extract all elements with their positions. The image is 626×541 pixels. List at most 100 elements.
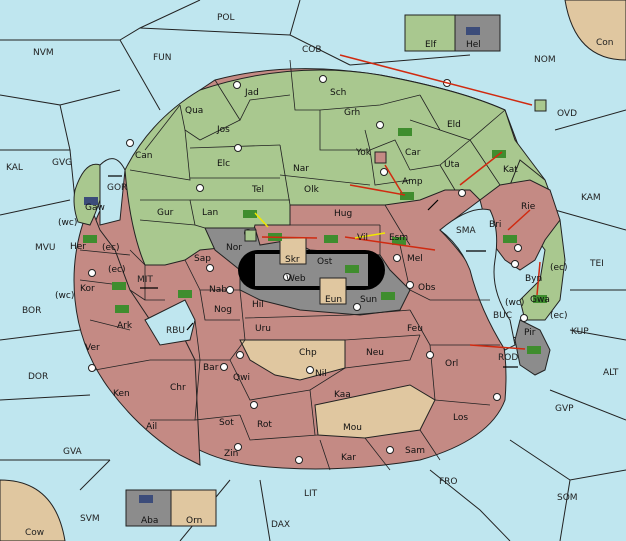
land-label-ail: Ail bbox=[146, 422, 157, 432]
land-label-jos: Jos bbox=[216, 125, 230, 135]
land-label-hel: Hel bbox=[466, 40, 481, 50]
land-label-obs: Obs bbox=[418, 283, 436, 293]
army-unit bbox=[112, 282, 126, 290]
sea-label-rod: ROD bbox=[498, 353, 518, 363]
land-label-gwa: Gwa bbox=[530, 295, 550, 305]
sea-label-cow: Cow bbox=[25, 528, 44, 538]
land-label-elc: Elc bbox=[217, 159, 230, 169]
land-label-tel: Tel bbox=[251, 185, 264, 195]
land-label-eld: Eld bbox=[447, 120, 461, 130]
sea-label-ovd: OVD bbox=[557, 109, 577, 119]
land-label-grh: Grh bbox=[344, 108, 360, 118]
army-unit bbox=[324, 235, 338, 243]
coast-label-her-ec: (ec) bbox=[102, 243, 120, 253]
land-label-chr: Chr bbox=[170, 383, 186, 393]
sea-label-alt: ALT bbox=[603, 368, 619, 378]
land-label-jad: Jad bbox=[244, 88, 259, 98]
sea-label-som: SOM bbox=[557, 493, 578, 503]
land-label-esm: Esm bbox=[389, 233, 408, 243]
land-label-ver: Ver bbox=[85, 343, 100, 353]
sea-label-bor: BOR bbox=[22, 306, 41, 316]
coast-label-byn-ec: (ec) bbox=[550, 263, 568, 273]
fleet-unit bbox=[139, 495, 153, 503]
coast-labels: (wc) (ec) (ec) (wc) (ec) (wc) (ec) bbox=[55, 218, 568, 321]
gor-strait bbox=[99, 158, 126, 226]
sea-label-sma: SMA bbox=[456, 226, 476, 236]
sea-label-svm: SVM bbox=[80, 514, 100, 524]
army-unit bbox=[400, 192, 414, 200]
land-label-kaa: Kaa bbox=[334, 390, 351, 400]
land-label-uru: Uru bbox=[255, 324, 271, 334]
sea-label-con: Con bbox=[596, 38, 614, 48]
sea-label-kal: KAL bbox=[6, 163, 23, 173]
land-label-orn: Orn bbox=[186, 516, 202, 526]
yok-marker bbox=[374, 151, 387, 164]
land-label-sam: Sam bbox=[405, 446, 425, 456]
army-unit bbox=[392, 237, 406, 245]
land-label-los: Los bbox=[453, 413, 468, 423]
land-label-gaw: Gaw bbox=[85, 203, 105, 213]
skr-region bbox=[279, 237, 307, 265]
army-unit bbox=[503, 235, 517, 243]
rbu-bay bbox=[144, 299, 196, 346]
coast-label-gwa-ec: (ec) bbox=[550, 311, 568, 321]
strait-markers bbox=[108, 175, 518, 368]
land-label-car: Car bbox=[405, 148, 421, 158]
land-label-kar: Kar bbox=[341, 453, 356, 463]
land-label-amp: Amp bbox=[402, 177, 423, 187]
sea-label-mvu: MVU bbox=[35, 243, 56, 253]
land-label-hil: Hil bbox=[252, 300, 264, 310]
land-label-sot: Sot bbox=[219, 418, 234, 428]
sea-label-dor: DOR bbox=[28, 372, 48, 382]
land-label-aba: Aba bbox=[141, 516, 158, 526]
army-unit bbox=[398, 128, 412, 136]
land-label-hug: Hug bbox=[334, 209, 352, 219]
sea-labels: POL NVM FUN COB NOM Con OVD KAL GVG KAM … bbox=[6, 13, 619, 538]
land-label-qwi: Qwi bbox=[233, 373, 250, 383]
sea-label-nom: NOM bbox=[534, 55, 556, 65]
land-label-lan: Lan bbox=[202, 208, 218, 218]
land-label-uta: Uta bbox=[444, 160, 460, 170]
land-label-nab: Nab bbox=[209, 285, 227, 295]
land-label-zin: Zin bbox=[224, 449, 238, 459]
bri-rie-region bbox=[479, 179, 561, 271]
land-label-gur: Gur bbox=[157, 208, 174, 218]
land-label-vil: Vil bbox=[357, 233, 368, 243]
land-label-byn: Byn bbox=[525, 274, 542, 284]
land-label-yok: Yok bbox=[355, 148, 372, 158]
land-label-kat: Kat bbox=[503, 165, 518, 175]
sea-label-pol: POL bbox=[217, 13, 235, 23]
land-label-her: Her bbox=[70, 242, 86, 252]
land-label-sch: Sch bbox=[330, 88, 346, 98]
continent-red-west bbox=[73, 203, 201, 466]
land-label-bar: Bar bbox=[203, 363, 219, 373]
sea-label-dax: DAX bbox=[271, 520, 290, 530]
elf-box bbox=[404, 14, 456, 52]
sea-label-fun: FUN bbox=[153, 53, 172, 63]
sea-label-gvp: GVP bbox=[555, 404, 574, 414]
land-label-elf: Elf bbox=[425, 40, 437, 50]
army-unit bbox=[83, 235, 97, 243]
sea-label-gva: GVA bbox=[63, 447, 83, 457]
sea-label-kam: KAM bbox=[581, 193, 601, 203]
land-label-rie: Rie bbox=[521, 202, 536, 212]
army-unit bbox=[381, 292, 395, 300]
sea-label-lit: LIT bbox=[304, 489, 318, 499]
land-label-mou: Mou bbox=[343, 423, 362, 433]
army-unit bbox=[178, 290, 192, 298]
land-labels: Jad Sch Qua Jos Grh Eld Can Yok Car Elc … bbox=[70, 40, 550, 526]
fleet-unit bbox=[84, 197, 98, 205]
land-label-ark: Ark bbox=[117, 321, 133, 331]
land-label-nog: Nog bbox=[214, 305, 232, 315]
orn-box bbox=[170, 489, 217, 527]
land-label-nor: Nor bbox=[226, 243, 242, 253]
land-label-web: Web bbox=[286, 274, 306, 284]
sea-label-rbu: RBU bbox=[166, 326, 185, 336]
land-label-bri: Bri bbox=[489, 220, 501, 230]
sea-label-buc: BUC bbox=[493, 311, 512, 321]
land-label-orl: Orl bbox=[445, 359, 458, 369]
sea-label-gor: GOR bbox=[107, 183, 127, 193]
